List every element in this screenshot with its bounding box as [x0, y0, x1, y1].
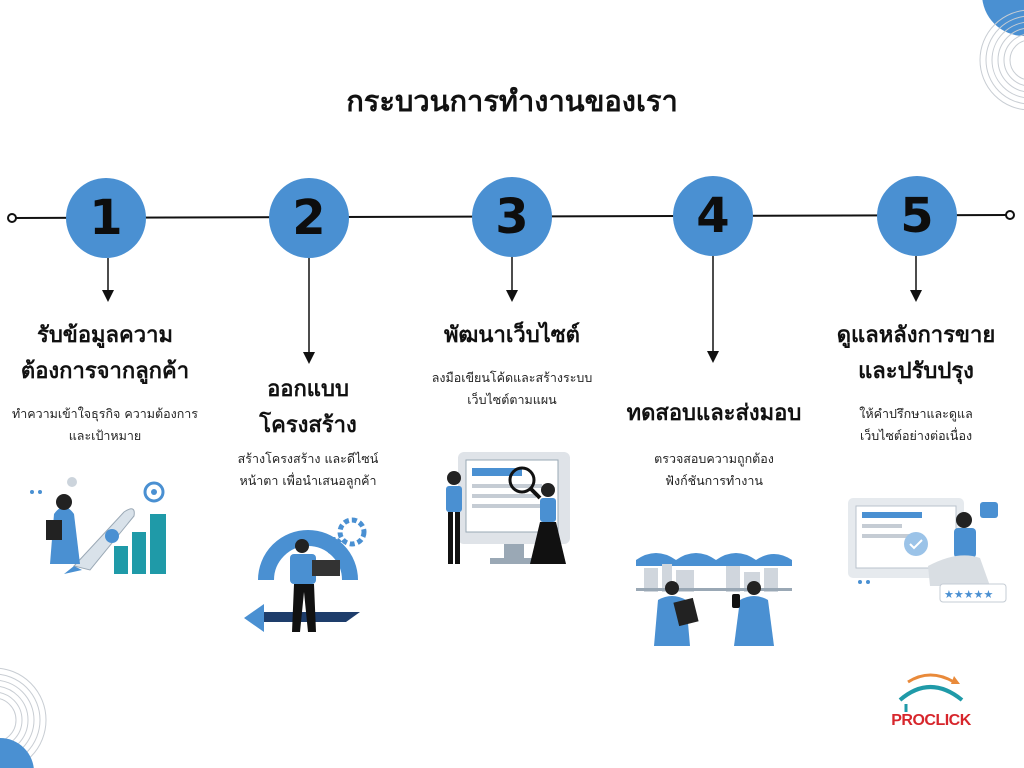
step-2-description: สร้างโครงสร้าง และดีไซน์ หน้าตา เพื่อนำเ… [237, 451, 379, 488]
step-5-description: ให้คำปรึกษาและดูแล เว็บไซต์อย่างต่อเนื่อ… [859, 406, 973, 443]
proclick-logo-text: PROCLICK [891, 712, 971, 729]
support-maintenance-illustration: ★★★★★ [848, 498, 1007, 603]
corner-decoration-bottom-left [0, 667, 47, 768]
design-structure-illustration [244, 517, 367, 632]
step-4-description: ตรวจสอบความถูกต้อง ฟังก์ชันการทำงาน [654, 451, 774, 488]
page-title: กระบวนการทำงานของเรา [346, 84, 678, 118]
corner-decoration-top-right [979, 0, 1024, 110]
svg-text:★★★★★: ★★★★★ [944, 588, 993, 601]
testing-delivery-illustration [636, 553, 792, 646]
step-1-number: 1 [66, 178, 146, 258]
step-3-description: ลงมือเขียนโค้ดและสร้างระบบ เว็บไซต์ตามแผ… [431, 370, 593, 407]
step-3-number: 3 [472, 177, 552, 257]
timeline-end-dot [1005, 210, 1015, 220]
web-development-illustration [446, 452, 570, 564]
step-2-heading: ออกแบบ โครงสร้าง [259, 377, 357, 438]
rocket-growth-illustration [30, 477, 166, 574]
step-5-heading: ดูแลหลังการขาย และปรับปรุง [836, 323, 996, 384]
step-1-description: ทำความเข้าใจธุรกิจ ความต้องการ และเป้าหม… [11, 406, 199, 443]
step-3-heading: พัฒนาเว็บไซต์ [444, 323, 580, 348]
step-4-heading: ทดสอบและส่งมอบ [626, 401, 802, 426]
proclick-logo-icon [898, 673, 964, 712]
step-2-number: 2 [269, 178, 349, 258]
proclick-logo: PROCLICK [886, 668, 976, 738]
step-4-number: 4 [673, 176, 753, 256]
timeline-start-dot [7, 213, 17, 223]
step-1-heading: รับข้อมูลความ ต้องการจากลูกค้า [20, 323, 190, 384]
step-5-number: 5 [877, 176, 957, 256]
